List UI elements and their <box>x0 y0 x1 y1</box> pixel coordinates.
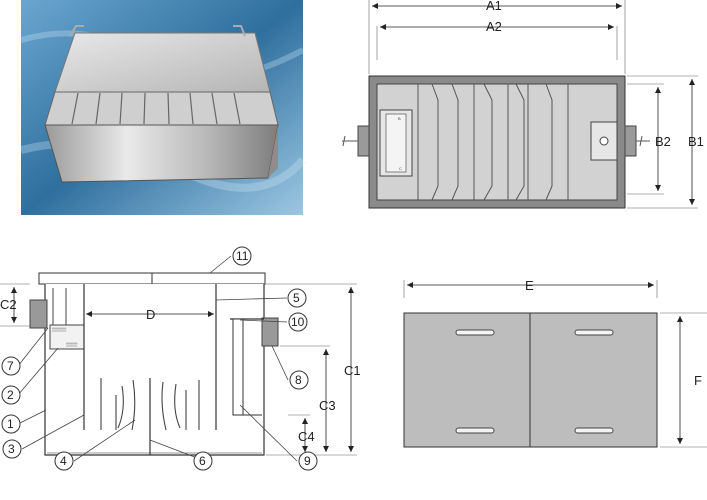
callout-9: 9 <box>298 451 318 471</box>
svg-text:1: 1 <box>7 417 14 431</box>
callout-4: 4 <box>54 451 74 471</box>
svg-text:10: 10 <box>291 315 305 329</box>
callout-6: 6 <box>193 451 213 471</box>
svg-text:C: C <box>399 166 402 171</box>
dim-a1-label: A1 <box>486 0 502 13</box>
dim-f-label: F <box>694 373 702 388</box>
svg-text:5: 5 <box>293 291 300 305</box>
svg-text:3: 3 <box>8 442 15 456</box>
dim-c2-label: C2 <box>0 297 17 312</box>
callout-11: 11 <box>232 246 252 266</box>
dim-b1-label: B1 <box>688 134 704 149</box>
cover-view <box>403 280 707 448</box>
dim-a2-label: A2 <box>486 19 502 34</box>
section-view: ▒▒▒▒▒ ▒▒▒▒ <box>0 255 357 462</box>
callout-1: 1 <box>1 414 21 434</box>
top-view: B C <box>342 0 698 209</box>
svg-text:8: 8 <box>295 373 302 387</box>
callout-7: 7 <box>1 356 21 376</box>
callout-3: 3 <box>2 439 22 459</box>
product-photo <box>20 0 307 215</box>
callout-8: 8 <box>289 370 309 390</box>
dim-c1-label: C1 <box>344 363 361 378</box>
callouts: 11 5 10 8 9 6 4 3 1 2 7 <box>1 246 318 471</box>
dim-c4-label: C4 <box>298 429 315 444</box>
callout-5: 5 <box>287 288 307 308</box>
dim-d-label: D <box>146 307 155 322</box>
dim-e-label: E <box>525 278 534 293</box>
svg-text:7: 7 <box>7 359 14 373</box>
svg-text:11: 11 <box>236 249 249 263</box>
callout-2: 2 <box>1 385 21 405</box>
svg-text:4: 4 <box>60 454 67 468</box>
svg-text:▒▒▒▒: ▒▒▒▒ <box>66 342 78 347</box>
svg-text:6: 6 <box>199 454 206 468</box>
svg-text:9: 9 <box>304 454 311 468</box>
dim-c3-label: C3 <box>319 398 336 413</box>
svg-text:2: 2 <box>7 388 14 402</box>
cover-handles <box>455 329 614 434</box>
dim-b2-label: B2 <box>655 134 671 149</box>
svg-text:B: B <box>398 116 401 121</box>
svg-text:▒▒▒▒▒: ▒▒▒▒▒ <box>52 327 66 332</box>
callout-10: 10 <box>288 312 308 332</box>
